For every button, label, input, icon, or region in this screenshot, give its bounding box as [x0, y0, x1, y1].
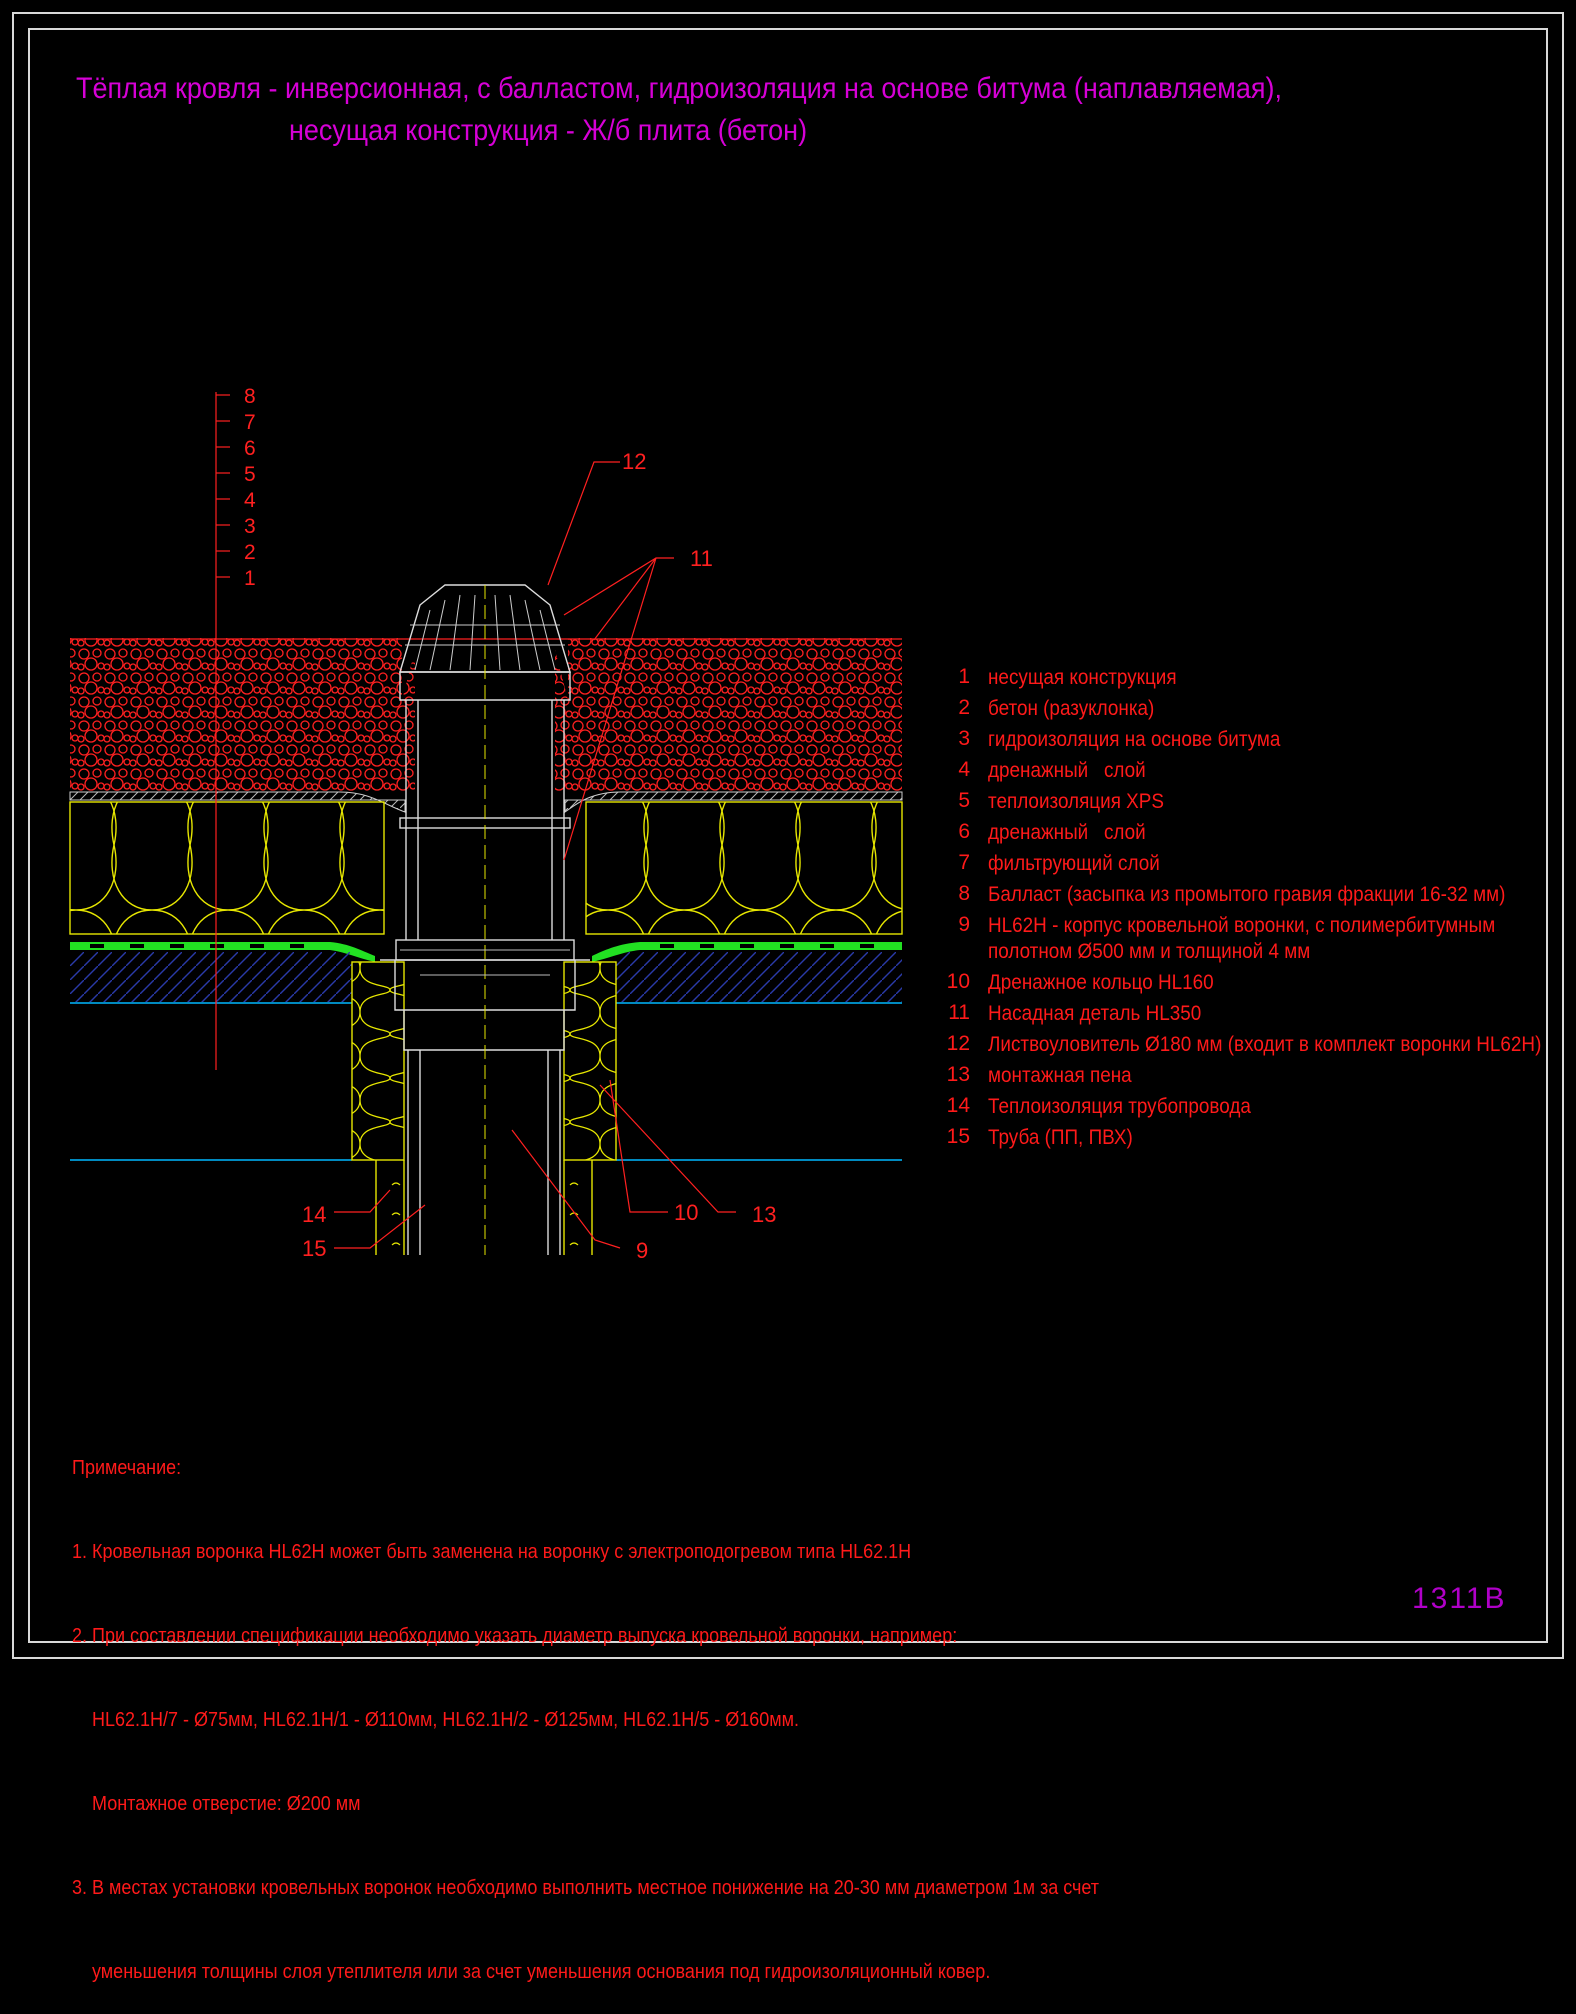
note-2: 2. При составлении спецификации необходи… — [72, 1625, 958, 1647]
callout-12: 12 — [622, 449, 646, 474]
legend-item: 13 монтажная пена — [930, 1063, 1570, 1094]
legend-number: 3 — [958, 727, 970, 750]
legend-number: 1 — [958, 665, 970, 688]
legend-number: 8 — [958, 882, 970, 905]
legend-text: Дренажное кольцо HL160 — [988, 971, 1214, 994]
legend-number: 12 — [946, 1032, 970, 1055]
legend: 1 несущая конструкция 2 бетон (разуклонк… — [930, 665, 1570, 1156]
legend-item: 11 Насадная деталь HL350 — [930, 1001, 1570, 1032]
scale-label-4: 4 — [244, 489, 256, 512]
notes-heading: Примечание: — [72, 1457, 182, 1479]
roof-drain-assembly — [380, 584, 590, 1255]
legend-number: 11 — [948, 1001, 970, 1024]
note-1: 1. Кровельная воронка HL62H может быть з… — [72, 1541, 912, 1563]
note-3-continued: уменьшения толщины слоя утеплителя или з… — [72, 1961, 991, 1983]
legend-text: дренажный слой — [988, 759, 1146, 782]
legend-text: Теплоизоляция трубопровода — [988, 1095, 1251, 1118]
pipe-insulation — [351, 961, 617, 1255]
legend-text: Балласт (засыпка из промытого гравия фра… — [988, 883, 1506, 906]
xps-insulation-layer — [69, 801, 903, 935]
callout-labels: 12 11 10 13 9 14 15 — [302, 449, 776, 1263]
legend-text: дренажный слой — [988, 821, 1146, 844]
legend-number: 7 — [958, 851, 970, 874]
callout-13: 13 — [752, 1202, 776, 1227]
waterproofing-membrane-layer — [70, 942, 902, 962]
legend-text: гидроизоляция на основе битума — [988, 728, 1281, 751]
scale-label-1: 1 — [244, 567, 256, 590]
legend-number: 5 — [958, 789, 970, 812]
notes: Примечание: 1. Кровельная воронка HL62H … — [72, 1398, 1099, 2014]
legend-item: 7 фильтрующий слой — [930, 851, 1570, 882]
legend-item: 1 несущая конструкция — [930, 665, 1570, 696]
note-2-opening: Монтажное отверстие: Ø200 мм — [72, 1793, 361, 1815]
legend-item: 14 Теплоизоляция трубопровода — [930, 1094, 1570, 1125]
legend-number: 13 — [946, 1063, 970, 1086]
scale-label-8: 8 — [244, 385, 256, 408]
legend-number: 6 — [958, 820, 970, 843]
drawing-frame-outer — [12, 12, 1564, 1659]
scale-label-5: 5 — [244, 463, 256, 486]
drawing-title-line-2: несущая конструкция - Ж/б плита (бетон) — [289, 114, 808, 147]
scale-label-7: 7 — [244, 411, 256, 434]
legend-number: 14 — [946, 1094, 970, 1117]
legend-item: 15 Труба (ПП, ПВХ) — [930, 1125, 1570, 1156]
legend-number: 15 — [946, 1125, 970, 1148]
callout-14: 14 — [302, 1202, 326, 1227]
note-2-examples: HL62.1H/7 - Ø75мм, HL62.1H/1 - Ø110мм, H… — [72, 1709, 800, 1731]
legend-item: 12 Листвоуловитель Ø180 мм (входит в ком… — [930, 1032, 1570, 1063]
legend-text: фильтрующий слой — [988, 852, 1160, 875]
legend-item: 4 дренажный слой — [930, 758, 1570, 789]
legend-text: теплоизоляция XPS — [988, 790, 1165, 813]
legend-number: 4 — [958, 758, 970, 781]
legend-text: Насадная деталь HL350 — [988, 1002, 1202, 1025]
sheet-code: 1311B — [1412, 1582, 1507, 1615]
note-3: 3. В местах установки кровельных воронок… — [72, 1877, 1100, 1899]
ballast-gravel-layer — [70, 638, 902, 792]
scale-label-3: 3 — [244, 515, 256, 538]
legend-text: несущая конструкция — [988, 666, 1177, 689]
legend-item: 3 гидроизоляция на основе битума — [930, 727, 1570, 758]
legend-item: 9 HL62H - корпус кровельной воронки, с п… — [930, 913, 1570, 970]
legend-number: 2 — [958, 696, 970, 719]
legend-text: бетон (разуклонка) — [988, 697, 1155, 720]
legend-item: 2 бетон (разуклонка) — [930, 696, 1570, 727]
legend-number: 10 — [946, 970, 970, 993]
legend-text: Труба (ПП, ПВХ) — [988, 1126, 1133, 1149]
drawing-frame-inner — [28, 28, 1548, 1643]
layer-scale: 1 2 3 4 5 6 7 8 — [215, 385, 256, 1070]
callout-10: 10 — [674, 1200, 698, 1225]
roof-drain-section-drawing: 1 2 3 4 5 6 7 8 12 11 10 13 9 14 15 — [69, 385, 903, 1263]
callout-15: 15 — [302, 1236, 326, 1261]
scale-label-2: 2 — [244, 541, 256, 564]
legend-item: 6 дренажный слой — [930, 820, 1570, 851]
legend-text: монтажная пена — [988, 1064, 1132, 1087]
scale-label-6: 6 — [244, 437, 256, 460]
callout-9: 9 — [636, 1238, 648, 1263]
concrete-screed-layer — [70, 952, 902, 1161]
drawing-title-line-1: Тёплая кровля - инверсионная, с балласто… — [76, 72, 1282, 105]
legend-item: 5 теплоизоляция XPS — [930, 789, 1570, 820]
callout-11: 11 — [690, 546, 713, 571]
legend-number: 9 — [958, 913, 970, 936]
legend-text: HL62H - корпус кровельной воронки, с пол… — [988, 914, 1496, 963]
legend-item: 10 Дренажное кольцо HL160 — [930, 970, 1570, 1001]
legend-text: Листвоуловитель Ø180 мм (входит в компле… — [988, 1033, 1542, 1056]
legend-item: 8 Балласт (засыпка из промытого гравия ф… — [930, 882, 1570, 913]
callout-leaders — [334, 461, 736, 1249]
